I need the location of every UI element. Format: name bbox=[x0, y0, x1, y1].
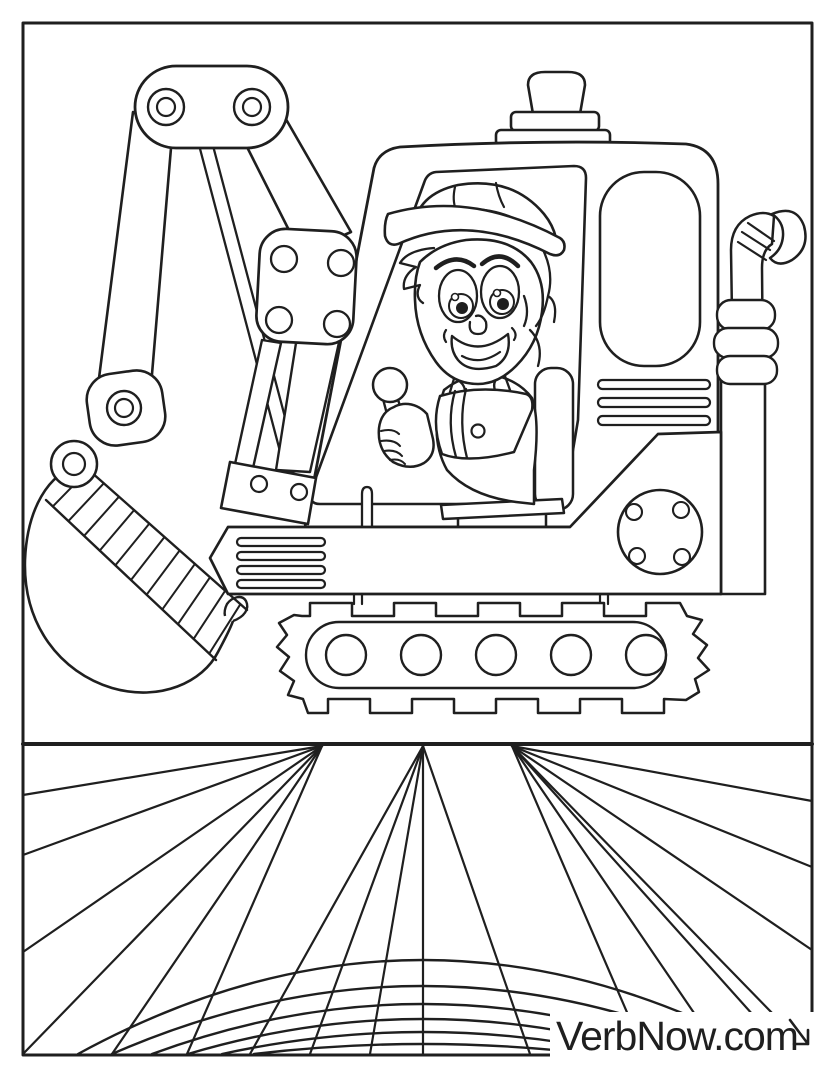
nose bbox=[468, 314, 488, 336]
boom-arm bbox=[85, 64, 358, 526]
page-border-frame bbox=[21, 21, 814, 1057]
exhaust-elbow-stripes bbox=[736, 221, 776, 262]
bucket bbox=[23, 439, 249, 694]
exhaust-pipe-lower bbox=[719, 378, 767, 596]
brand-watermark: VerbNow.com bbox=[550, 1012, 818, 1064]
bucket-tip-hook bbox=[223, 595, 249, 623]
boom-link-left bbox=[96, 110, 174, 400]
hair-right bbox=[522, 250, 557, 368]
exhaust-collar-bands bbox=[712, 298, 780, 386]
finger-lines bbox=[379, 428, 407, 466]
track-mounts bbox=[352, 592, 610, 606]
smile-lines bbox=[442, 326, 517, 362]
warning-beacon bbox=[494, 70, 612, 148]
vent-slats-left bbox=[235, 536, 327, 590]
control-lever bbox=[360, 485, 374, 529]
boom-base-plate bbox=[219, 460, 318, 526]
chassis-deck bbox=[208, 430, 723, 596]
down-right-arrow-icon bbox=[788, 1018, 810, 1046]
eyebrows bbox=[433, 254, 521, 271]
excavator bbox=[23, 64, 807, 715]
mouth bbox=[450, 332, 510, 371]
beacon-mid bbox=[509, 110, 601, 133]
cuff-lines bbox=[449, 387, 469, 460]
beacon-dome bbox=[526, 70, 587, 116]
perspective-rays-center bbox=[248, 744, 532, 1056]
seat-back bbox=[533, 366, 575, 512]
perspective-rays-left bbox=[21, 744, 324, 1056]
crawler-track bbox=[275, 592, 711, 715]
watermark-mask bbox=[550, 1012, 818, 1064]
exhaust-cap bbox=[768, 209, 807, 265]
brand-text: VerbNow.com bbox=[556, 1013, 798, 1059]
turret-plate bbox=[616, 488, 704, 576]
eyes bbox=[437, 264, 521, 324]
cuff-button bbox=[470, 423, 486, 439]
forearm-sleeve bbox=[434, 388, 534, 460]
cap-brim bbox=[383, 204, 566, 257]
road-wheels bbox=[324, 633, 668, 677]
jacket-collar bbox=[448, 366, 512, 400]
hair-left bbox=[398, 246, 436, 305]
perspective-ground bbox=[21, 742, 814, 1056]
exhaust-pipe-upper bbox=[712, 209, 807, 386]
perspective-rays-right bbox=[510, 744, 814, 1056]
hand-fist bbox=[377, 402, 435, 468]
joystick-knob bbox=[371, 366, 409, 404]
vent-slats-right bbox=[596, 378, 712, 427]
engine-panel bbox=[598, 170, 702, 368]
boom-top-plate bbox=[133, 64, 290, 150]
driver-boy bbox=[371, 181, 575, 531]
